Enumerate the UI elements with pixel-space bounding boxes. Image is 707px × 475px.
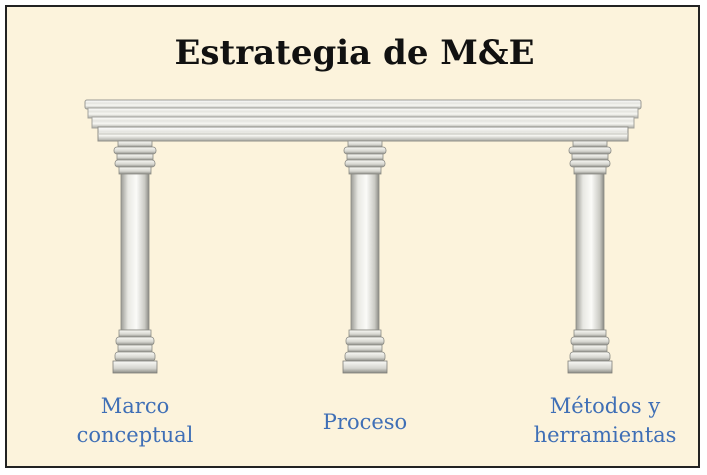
pillar-right	[567, 140, 613, 374]
entablature-beam	[84, 99, 642, 142]
pillar-label-right-line1: Métodos y	[549, 394, 661, 418]
pillar-label-left-line2: conceptual	[76, 423, 194, 447]
pillar-label-left: Marco conceptual	[60, 392, 210, 450]
pillar-label-middle-line1: Proceso	[322, 410, 408, 434]
pillar-middle	[342, 140, 388, 374]
pillar-label-middle: Proceso	[300, 408, 430, 437]
pillar-left	[112, 140, 158, 374]
diagram-title: Estrategia de M&E	[174, 33, 535, 73]
pillar-label-left-line1: Marco	[100, 394, 170, 418]
pillar-label-right: Métodos y herramientas	[505, 392, 705, 450]
pillar-label-right-line2: herramientas	[533, 423, 677, 447]
